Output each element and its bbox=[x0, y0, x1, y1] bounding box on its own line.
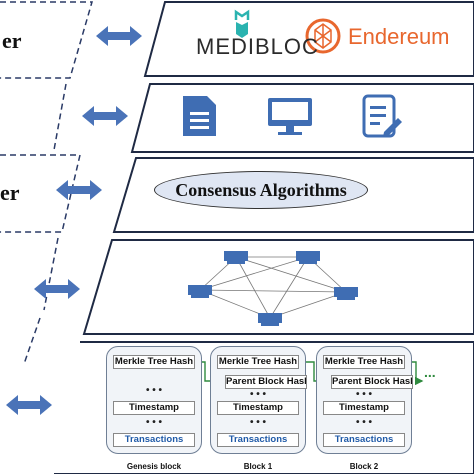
layer-label-middle: er bbox=[0, 180, 20, 205]
timestamp-cell: Timestamp bbox=[217, 401, 299, 415]
transactions-cell: Transactions bbox=[217, 433, 299, 447]
ellipsis: • • • bbox=[145, 417, 163, 428]
merkle-tree-hash-cell: Merkle Tree Hash bbox=[217, 355, 299, 369]
block-name-1: Block 1 bbox=[243, 462, 273, 471]
merkle-tree-hash-cell: Merkle Tree Hash bbox=[113, 355, 195, 369]
network-node-icon-4 bbox=[334, 287, 358, 300]
merkle-tree-hash-cell: Merkle Tree Hash bbox=[323, 355, 405, 369]
double-arrow-icon-3 bbox=[56, 180, 102, 200]
genesis-block: Merkle Tree Hash • • • Timestamp • • • T… bbox=[106, 346, 202, 454]
ellipsis: • • • bbox=[249, 417, 267, 428]
block-1: Merkle Tree Hash Parent Block Hash • • •… bbox=[210, 346, 307, 454]
layer-application bbox=[143, 0, 474, 77]
monitor-icon bbox=[268, 98, 312, 135]
document-icon bbox=[183, 96, 216, 136]
left-label-box-top bbox=[0, 1, 93, 79]
endereum-logo-icon bbox=[305, 18, 341, 54]
form-edit-icon bbox=[362, 94, 402, 138]
block-name-genesis: Genesis block bbox=[126, 462, 182, 471]
block-2: Merkle Tree Hash Parent Block Hash • • •… bbox=[316, 346, 413, 454]
ellipsis: • • • bbox=[355, 417, 373, 428]
medibloc-logo-icon bbox=[234, 9, 250, 38]
transactions-cell: Transactions bbox=[323, 433, 405, 447]
network-node-icon-2 bbox=[296, 251, 320, 264]
network-node-icon-5 bbox=[258, 313, 282, 326]
ellipsis: • • • bbox=[145, 385, 163, 396]
consensus-algorithms-ellipse: Consensus Algorithms bbox=[154, 171, 368, 209]
left-label-box-middle bbox=[0, 154, 81, 233]
endereum-wordmark: Endereum bbox=[348, 24, 450, 49]
layer-label-top: er bbox=[2, 28, 22, 53]
double-arrow-icon-5 bbox=[6, 395, 52, 415]
network-node-icon-1 bbox=[224, 251, 248, 264]
timestamp-cell: Timestamp bbox=[113, 401, 195, 415]
chain-link-arrow-3 bbox=[412, 361, 424, 386]
block-name-2: Block 2 bbox=[349, 462, 379, 471]
double-arrow-icon-2 bbox=[82, 106, 128, 126]
ellipsis: • • • bbox=[249, 389, 267, 400]
timestamp-cell: Timestamp bbox=[323, 401, 405, 415]
parent-block-hash-cell: Parent Block Hash bbox=[225, 375, 307, 389]
left-label-box-edges bbox=[23, 83, 67, 365]
double-arrow-icon-4 bbox=[34, 279, 80, 299]
network-node-icon-3 bbox=[188, 285, 212, 298]
medibloc-wordmark: MEDIBLOC bbox=[196, 34, 319, 59]
ellipsis: • • • bbox=[355, 389, 373, 400]
layer-network bbox=[82, 239, 474, 335]
double-arrow-icon-1 bbox=[96, 26, 142, 46]
chain-continuation: ... bbox=[424, 364, 436, 380]
transactions-cell: Transactions bbox=[113, 433, 195, 447]
parent-block-hash-cell: Parent Block Hash bbox=[331, 375, 413, 389]
